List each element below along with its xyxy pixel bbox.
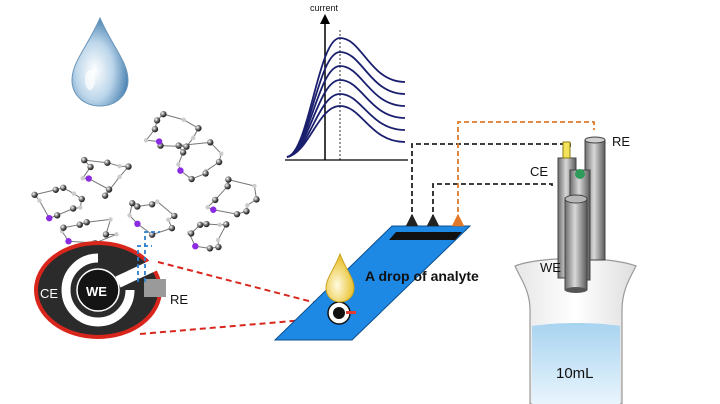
we-rod (564, 194, 588, 293)
strip-electrode (327, 301, 356, 325)
water-drop-icon (71, 16, 129, 107)
volume-label: 10mL (556, 365, 594, 382)
ce-label: CE (530, 164, 548, 179)
current-plot: current (285, 3, 408, 161)
ce-detail-label: CE (40, 286, 58, 301)
zoom-line-bottom (139, 317, 329, 335)
current-curve (286, 105, 406, 158)
we-disc (76, 268, 120, 312)
beaker: 10mL (514, 257, 637, 404)
re-detail-label: RE (170, 292, 188, 307)
current-curve (286, 51, 406, 158)
sensor-strip (273, 225, 472, 341)
current-curve (286, 93, 406, 158)
re-label: RE (612, 134, 630, 149)
current-axis-label: current (310, 3, 339, 13)
we-detail-label: WE (86, 284, 107, 299)
current-curve (286, 79, 406, 158)
current-curves (286, 37, 406, 158)
current-curve (286, 37, 406, 158)
three-electrode-cell: RE CE WE (530, 134, 630, 293)
we-label: WE (540, 260, 561, 275)
molecular-structure-icon (31, 110, 260, 252)
analyte-drop-icon (325, 252, 355, 303)
drop-label: A drop of analyte (365, 268, 479, 284)
current-curve (286, 65, 406, 158)
electrode-zoom-detail: CE WE RE (34, 231, 188, 339)
